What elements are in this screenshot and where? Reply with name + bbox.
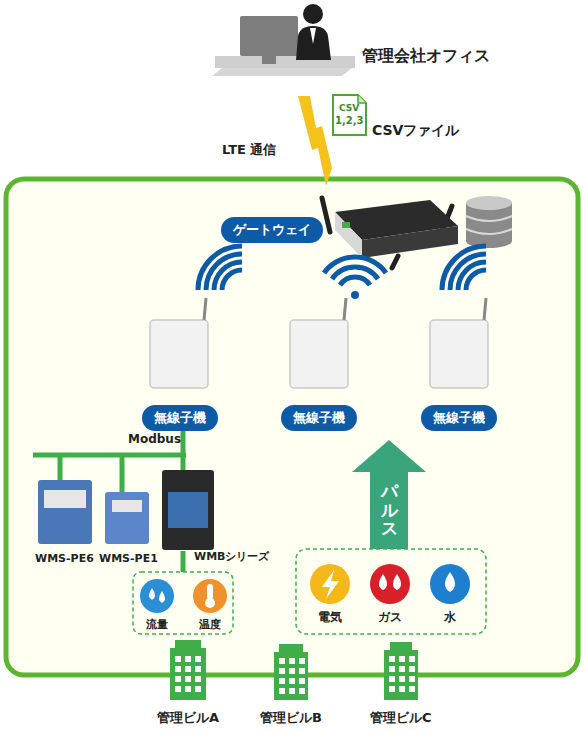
sensor-label: 温度: [199, 617, 221, 632]
file-text: CSV: [339, 103, 359, 113]
building-icon: [170, 640, 418, 700]
pulse-arrow: パルス: [370, 482, 408, 538]
device-label: WMS-PE6: [35, 552, 94, 565]
wireless-unit: [150, 298, 488, 388]
node-text: 無線子機: [433, 410, 485, 425]
lte-bolt: [298, 96, 332, 186]
device-label: WMS-PE1: [99, 552, 158, 565]
meter-label: 水: [444, 609, 456, 626]
node-text: 無線子機: [293, 410, 345, 425]
sensor-icon: [140, 564, 470, 613]
device-label: WMBシリーズ: [194, 549, 269, 564]
database-icon: [466, 196, 512, 248]
file-text: 1,2,3: [335, 115, 363, 126]
unit-pill: 無線子機: [421, 405, 497, 431]
gateway-pill: ゲートウェイ: [221, 217, 323, 243]
sensor-group: [133, 572, 233, 634]
file-label: CSVファイル: [372, 122, 459, 140]
link-label: LTE 通信: [222, 141, 276, 159]
unit-pill: 無線子機: [142, 405, 218, 431]
office-illustration: [212, 4, 355, 76]
pulse-group: [296, 549, 486, 634]
building-label: 管理ビルA: [157, 709, 219, 727]
building-label: 管理ビルB: [260, 709, 322, 727]
node-text: 無線子機: [154, 410, 206, 425]
meter-device: [38, 470, 214, 550]
wireless-waves: [198, 246, 486, 299]
csv-file-icon: [333, 95, 366, 135]
meter-label: 電気: [318, 609, 342, 626]
node-text: パルス: [381, 482, 398, 538]
office-label: 管理会社オフィス: [362, 46, 490, 67]
node-text: ゲートウェイ: [233, 222, 311, 237]
building-label: 管理ビルC: [370, 709, 432, 727]
sensor-label: 流量: [146, 617, 168, 632]
bus-label: Modbus: [128, 432, 181, 446]
unit-pill: 無線子機: [281, 405, 357, 431]
pulse-arrow-shape: [352, 440, 426, 549]
meter-label: ガス: [378, 609, 402, 626]
site-region: [6, 179, 578, 675]
